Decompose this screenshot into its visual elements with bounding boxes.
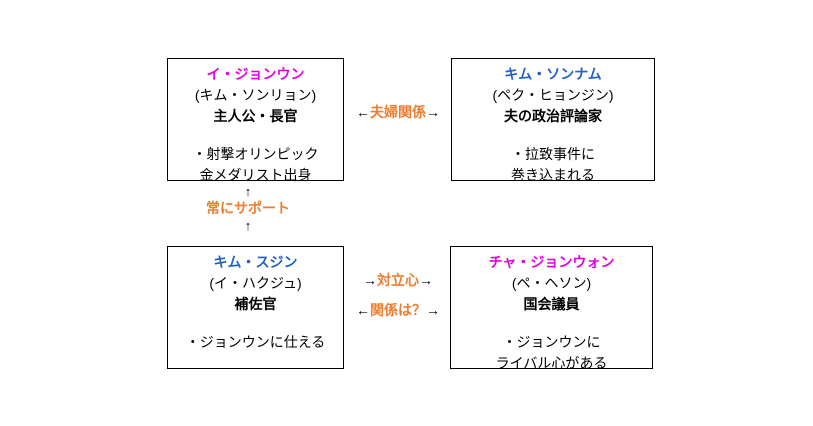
character-box-top-right: キム・ソンナム (ペク・ヒョンジン) 夫の政治評論家 ・拉致事件に 巻き込まれる	[451, 58, 655, 183]
character-box-top-left: イ・ジョンウン (キム・ソンリョン) 主人公・長官 ・射撃オリンピック 金メダリ…	[167, 58, 344, 183]
actor-name: (ペ・ヘソン)	[511, 275, 592, 291]
relation-unknown-label: 関係は？	[370, 302, 426, 318]
relation-support-label: 常にサポート	[206, 200, 290, 216]
character-role: 夫の政治評論家	[504, 108, 602, 124]
actor-name: (イ・ハクジュ)	[209, 275, 302, 291]
character-role: 補佐官	[234, 296, 277, 312]
actor-name: (ペク・ヒョンジン)	[492, 87, 614, 103]
note-line: ・拉致事件に	[511, 146, 595, 162]
note-line: 巻き込まれる	[511, 167, 595, 183]
character-name: イ・ジョンウン	[206, 66, 305, 82]
note-line: ライバル心がある	[495, 355, 608, 371]
character-notes: ・ジョンウンに ライバル心がある	[451, 332, 652, 374]
relation-rivalry-label: 対立心	[377, 272, 419, 288]
relation-unknown: ←関係は？→	[344, 302, 452, 319]
character-role: 国会議員	[523, 296, 580, 312]
actor-name: (キム・ソンリョン)	[194, 87, 317, 103]
relation-marriage-label: 夫婦関係	[370, 104, 426, 120]
character-role: 主人公・長官	[213, 108, 298, 124]
character-name: チャ・ジョンウォン	[488, 254, 615, 270]
left-arrow-icon: ←	[356, 104, 370, 120]
note-line: 金メダリスト出身	[199, 167, 312, 183]
note-line: ・ジョンウンに	[502, 334, 601, 350]
note-line: ・ジョンウンに仕える	[185, 334, 326, 350]
character-notes: ・ジョンウンに仕える	[168, 332, 343, 353]
character-notes: ・射撃オリンピック 金メダリスト出身	[168, 144, 343, 186]
right-arrow-icon: →	[419, 272, 433, 288]
relation-rivalry: →対立心→	[344, 272, 452, 289]
up-arrow-icon: ↑	[244, 218, 252, 233]
right-arrow-icon: →	[363, 272, 377, 288]
relation-marriage: ←夫婦関係→	[344, 104, 452, 121]
left-arrow-icon: ←	[356, 302, 370, 318]
right-arrow-icon: →	[426, 302, 440, 318]
relation-support: ↑ 常にサポート ↑	[163, 184, 333, 233]
up-arrow-icon: ↑	[244, 184, 252, 199]
note-line: ・射撃オリンピック	[192, 146, 319, 162]
character-notes: ・拉致事件に 巻き込まれる	[452, 144, 654, 186]
character-box-bottom-right: チャ・ジョンウォン (ペ・ヘソン) 国会議員 ・ジョンウンに ライバル心がある	[450, 246, 653, 371]
character-box-bottom-left: キム・スジン (イ・ハクジュ) 補佐官 ・ジョンウンに仕える	[167, 246, 344, 369]
character-name: キム・ソンナム	[504, 66, 602, 82]
right-arrow-icon: →	[426, 104, 440, 120]
character-name: キム・スジン	[213, 254, 298, 270]
